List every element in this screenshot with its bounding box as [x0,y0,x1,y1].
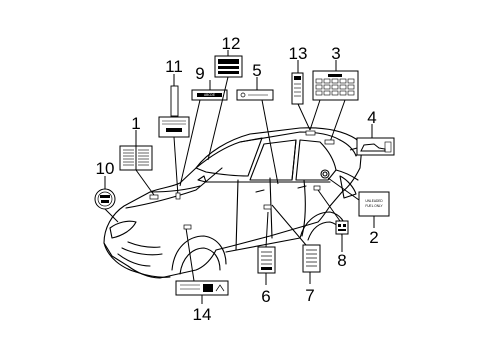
label-1-hood-booklet [119,145,153,171]
callout-10: 10 [96,159,115,178]
label-9-emblem: ABCDE [191,89,228,101]
label-12-emblem [214,55,243,78]
callout-1: 1 [131,114,140,133]
car-stickers [149,130,335,230]
label-5-visor [236,89,274,101]
label-8-tag [335,220,349,235]
callout-11: 11 [165,57,183,76]
callout-12: 12 [222,34,241,53]
label-2-fuel: UNLEADED FUEL ONLY [358,191,390,217]
label-6-door-jamb [257,246,276,274]
label-13-strip [291,72,304,105]
label-7-rear-jamb [302,244,321,273]
label-3-tire-info [312,70,359,101]
label-9-text: ABCDE [204,93,215,97]
callout-7: 7 [305,286,314,305]
label-14-bumper [175,280,229,296]
label-4-trunk [356,137,395,156]
callout-14: 14 [193,305,212,324]
leader-lines [104,50,375,304]
callout-2: 2 [369,228,378,247]
label-2-line1: UNLEADED [365,199,383,203]
label-11-antenna [158,85,190,138]
callout-numbers: 1 2 3 4 5 6 7 8 9 10 11 12 13 14 [96,34,379,324]
callout-9: 9 [195,64,204,83]
callout-4: 4 [367,108,376,127]
callout-5: 5 [252,61,261,80]
callout-3: 3 [331,44,340,63]
car-outline [103,127,363,279]
callout-13: 13 [289,44,308,63]
callout-8: 8 [337,251,346,270]
callout-6: 6 [261,287,270,306]
label-10-round [94,188,116,210]
label-2-line2: FUEL ONLY [365,204,383,208]
